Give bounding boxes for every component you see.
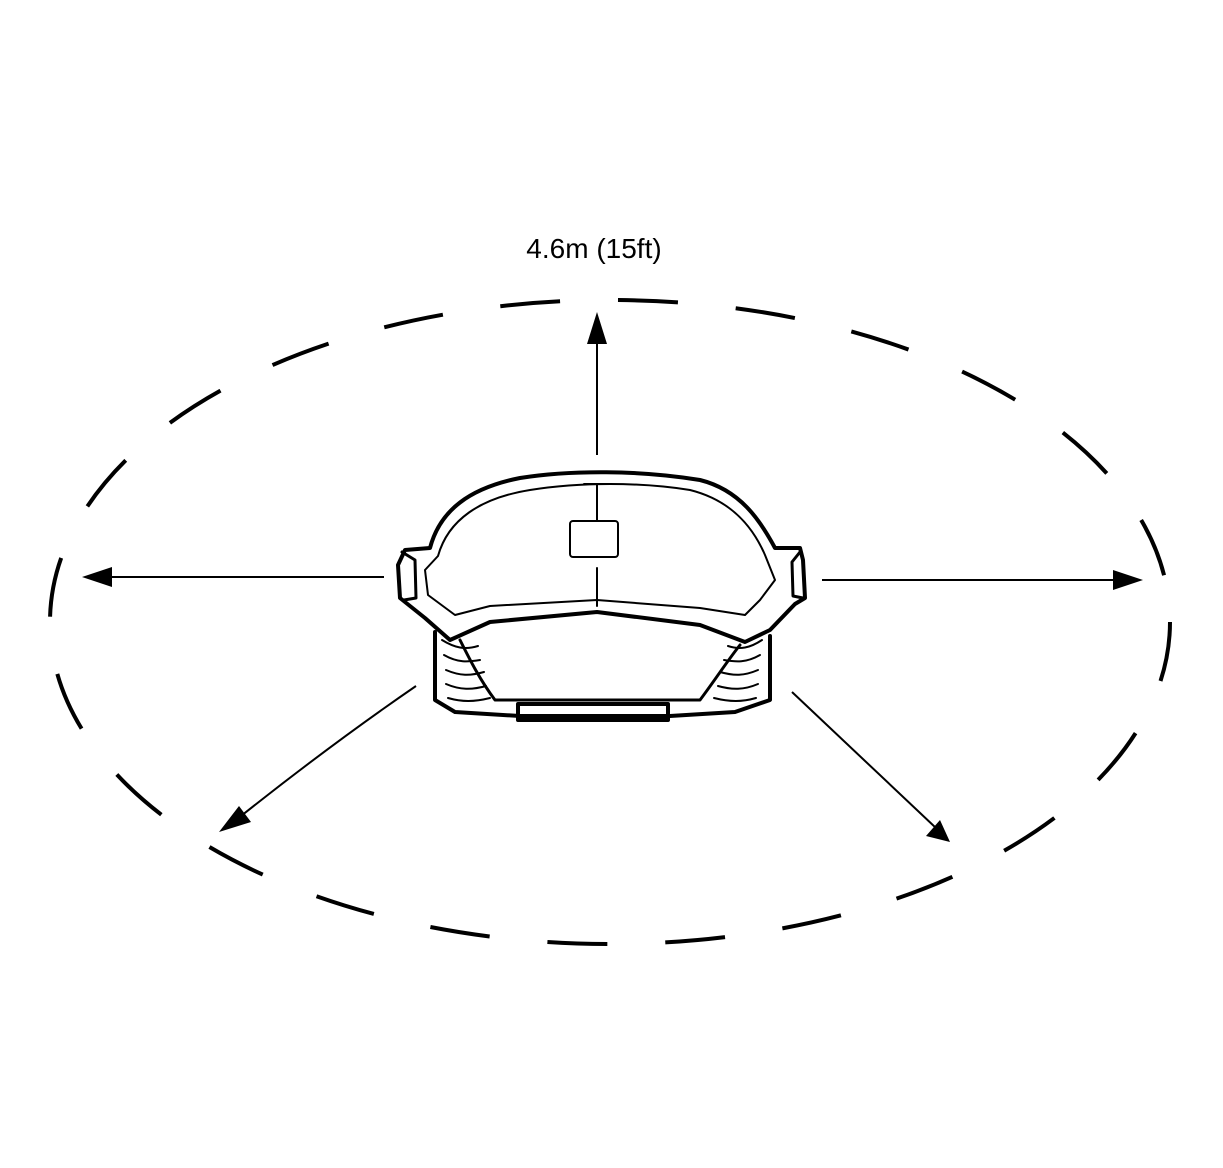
module-right-tab xyxy=(790,550,805,600)
arrowhead-up xyxy=(587,312,607,344)
module-left-pleats xyxy=(441,639,491,702)
module-emblem xyxy=(569,520,619,558)
arrow-lower-left xyxy=(235,685,417,821)
arrowhead-lower-left xyxy=(219,806,251,832)
arrowhead-lower-right xyxy=(926,820,950,842)
module-inner-bevel xyxy=(424,483,776,616)
module-base-plate xyxy=(516,702,670,722)
arrow-lower-right xyxy=(791,691,937,829)
clearance-distance-label: 4.6m (15ft) xyxy=(526,233,661,264)
module-front-face xyxy=(458,638,742,702)
module-lower-body xyxy=(433,630,772,718)
airbag-module xyxy=(396,470,807,722)
deployment-arrows xyxy=(82,312,1143,842)
arrowhead-right xyxy=(1113,570,1143,590)
module-outer-cover xyxy=(396,470,807,644)
arrowhead-left xyxy=(82,567,112,587)
clearance-boundary-ellipse xyxy=(48,298,1172,946)
module-right-pleats xyxy=(713,639,763,702)
module-left-tab xyxy=(400,550,418,602)
